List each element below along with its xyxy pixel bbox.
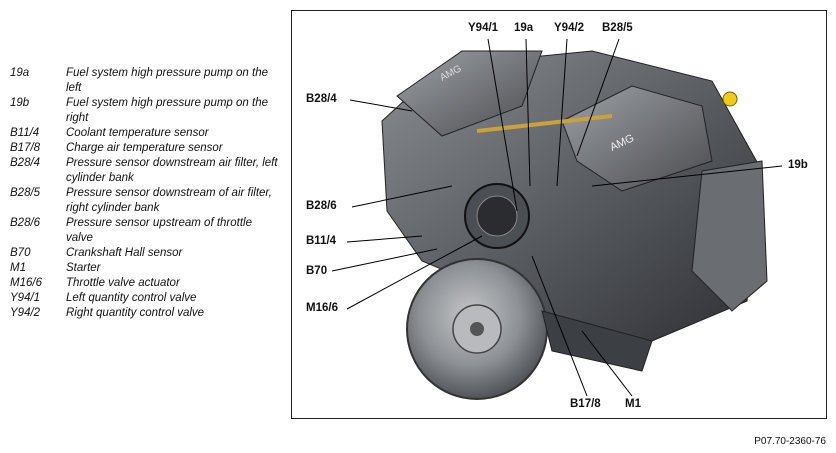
- fuel-rail: [476, 114, 613, 133]
- flywheel-center: [470, 322, 484, 336]
- leader-lines: [331, 38, 783, 397]
- legend-description: Charge air temperature sensor: [66, 142, 223, 154]
- legend-code: B28/4: [10, 157, 41, 169]
- callout-b17-8: B17/8: [570, 398, 601, 410]
- leader-b70: [331, 248, 438, 272]
- oil-pan: [541, 310, 653, 372]
- legend-code: B70: [10, 247, 31, 259]
- legend-code: M1: [10, 262, 26, 274]
- leader-19b: [591, 165, 783, 187]
- legend-code: 19a: [10, 67, 30, 79]
- leader-m1: [581, 330, 633, 397]
- legend-code: M16/6: [10, 277, 42, 289]
- legend-row-b70: B70 Crankshaft Hall sensor: [10, 246, 280, 261]
- legend-code: B11/4: [10, 127, 40, 139]
- engine-diagram-frame: AMG AMG Y9: [291, 10, 827, 419]
- legend-row-b17-8: B17/8 Charge air temperature sensor: [10, 141, 280, 156]
- throttle-bore: [476, 195, 518, 237]
- legend-description: Pressure sensor downstream of air filter…: [66, 187, 272, 214]
- legend-row-b11-4: B11/4 Coolant temperature sensor: [10, 126, 280, 141]
- leader-b28-6: [351, 185, 453, 208]
- legend-row-m16-6: M16/6 Throttle valve actuator: [10, 276, 280, 291]
- leader-b28-5: [576, 38, 620, 157]
- callout-m1: M1: [625, 398, 641, 410]
- legend-code: B17/8: [10, 142, 41, 154]
- right-bank-cover: [561, 85, 713, 192]
- legend-row-b28-4: B28/4 Pressure sensor downstream air filt…: [10, 156, 280, 186]
- legend-description: Right quantity control valve: [66, 307, 205, 319]
- legend-row-19a: 19a Fuel system high pressure pump on the…: [10, 66, 280, 96]
- turbocharger: [691, 160, 768, 312]
- leader-b11-4: [346, 235, 423, 243]
- legend-row-y94-2: Y94/2 Right quantity control valve: [10, 306, 280, 321]
- legend-code: 19b: [10, 97, 30, 109]
- leader-y94-1: [487, 38, 518, 212]
- figure-reference: P07.70-2360-76: [754, 436, 826, 447]
- legend-description: Coolant temperature sensor: [66, 127, 209, 139]
- callout-b28-5: B28/5: [602, 22, 633, 34]
- callout-b70: B70: [306, 265, 328, 277]
- legend-code: B28/5: [10, 187, 41, 199]
- callout-19a: 19a: [514, 22, 534, 34]
- callout-y94-2: Y94/2: [554, 22, 585, 34]
- legend-description: Left quantity control valve: [66, 292, 197, 304]
- legend-code: B28/6: [10, 217, 41, 229]
- callout-m16-6: M16/6: [306, 302, 338, 314]
- callout-y94-1: Y94/1: [468, 22, 499, 34]
- callout-b28-4: B28/4: [306, 93, 337, 105]
- leader-b17-8: [531, 255, 588, 397]
- left-bank-cover: [396, 50, 543, 137]
- leader-19a: [525, 38, 531, 187]
- leader-b28-4: [349, 99, 413, 112]
- legend-row-y94-1: Y94/1 Left quantity control valve: [10, 291, 280, 306]
- legend-row-b28-6: B28/6 Pressure sensor upstream of throttl…: [10, 216, 280, 246]
- callout-b28-6: B28/6: [306, 200, 337, 212]
- legend-description: Crankshaft Hall sensor: [66, 247, 183, 259]
- legend-row-m1: M1 Starter: [10, 261, 280, 276]
- oil-cap: [722, 91, 738, 107]
- leader-y94-2: [556, 38, 568, 187]
- callout-b11-4: B11/4: [306, 235, 337, 247]
- legend-row-19b: 19b Fuel system high pressure pump on the…: [10, 96, 280, 126]
- legend-row-b28-5: B28/5 Pressure sensor downstream of air f…: [10, 186, 280, 216]
- legend-description: Fuel system high pressure pump on the ri…: [66, 97, 268, 124]
- legend-description: Fuel system high pressure pump on the le…: [66, 67, 268, 94]
- legend-description: Pressure sensor downstream air filter, l…: [66, 157, 278, 184]
- legend-description: Pressure sensor upstream of throttle val…: [66, 217, 252, 244]
- legend-description: Starter: [66, 262, 101, 274]
- legend-code: Y94/1: [10, 292, 41, 304]
- leader-m16-6: [346, 235, 483, 310]
- legend-description: Throttle valve actuator: [66, 277, 180, 289]
- engine-illustration: AMG AMG: [331, 38, 783, 400]
- callout-19b: 19b: [788, 159, 808, 171]
- legend-code: Y94/2: [10, 307, 41, 319]
